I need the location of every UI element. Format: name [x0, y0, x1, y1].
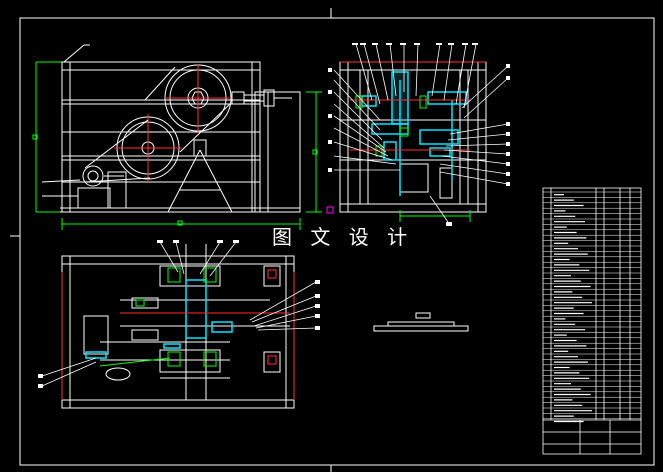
- plan-view-leaders: [41, 241, 317, 387]
- side-view-leader-ticks: [328, 43, 510, 226]
- plan-view-red-parts: [61, 269, 295, 400]
- pink-marker: [326, 206, 334, 214]
- medium-gear: [114, 114, 182, 182]
- front-view-leaders: [41, 44, 90, 197]
- plan-view: [38, 240, 320, 409]
- plan-view-frame: [61, 244, 295, 409]
- plan-view-green-parts: [99, 267, 217, 367]
- detail-part: [373, 312, 469, 332]
- motor-assembly: [77, 165, 127, 209]
- plan-view-leader-ticks: [38, 240, 320, 388]
- side-view-leaders: [333, 43, 509, 223]
- side-view-green-parts: [355, 95, 471, 222]
- large-pulley: [164, 64, 232, 132]
- parts-list-table: [542, 187, 642, 455]
- front-view-frame: [60, 61, 301, 213]
- side-view-frame: [339, 61, 487, 213]
- parts-list-rows: [543, 191, 641, 423]
- drawing-frame: [10, 8, 655, 472]
- front-view: [32, 44, 334, 230]
- front-view-dimensions: [32, 61, 322, 230]
- watermark-text: 图 文 设 计: [272, 225, 414, 249]
- shaft-coupling: [231, 89, 292, 107]
- plan-view-highlights: [85, 279, 233, 359]
- belt: [84, 66, 231, 183]
- side-view: [328, 43, 510, 226]
